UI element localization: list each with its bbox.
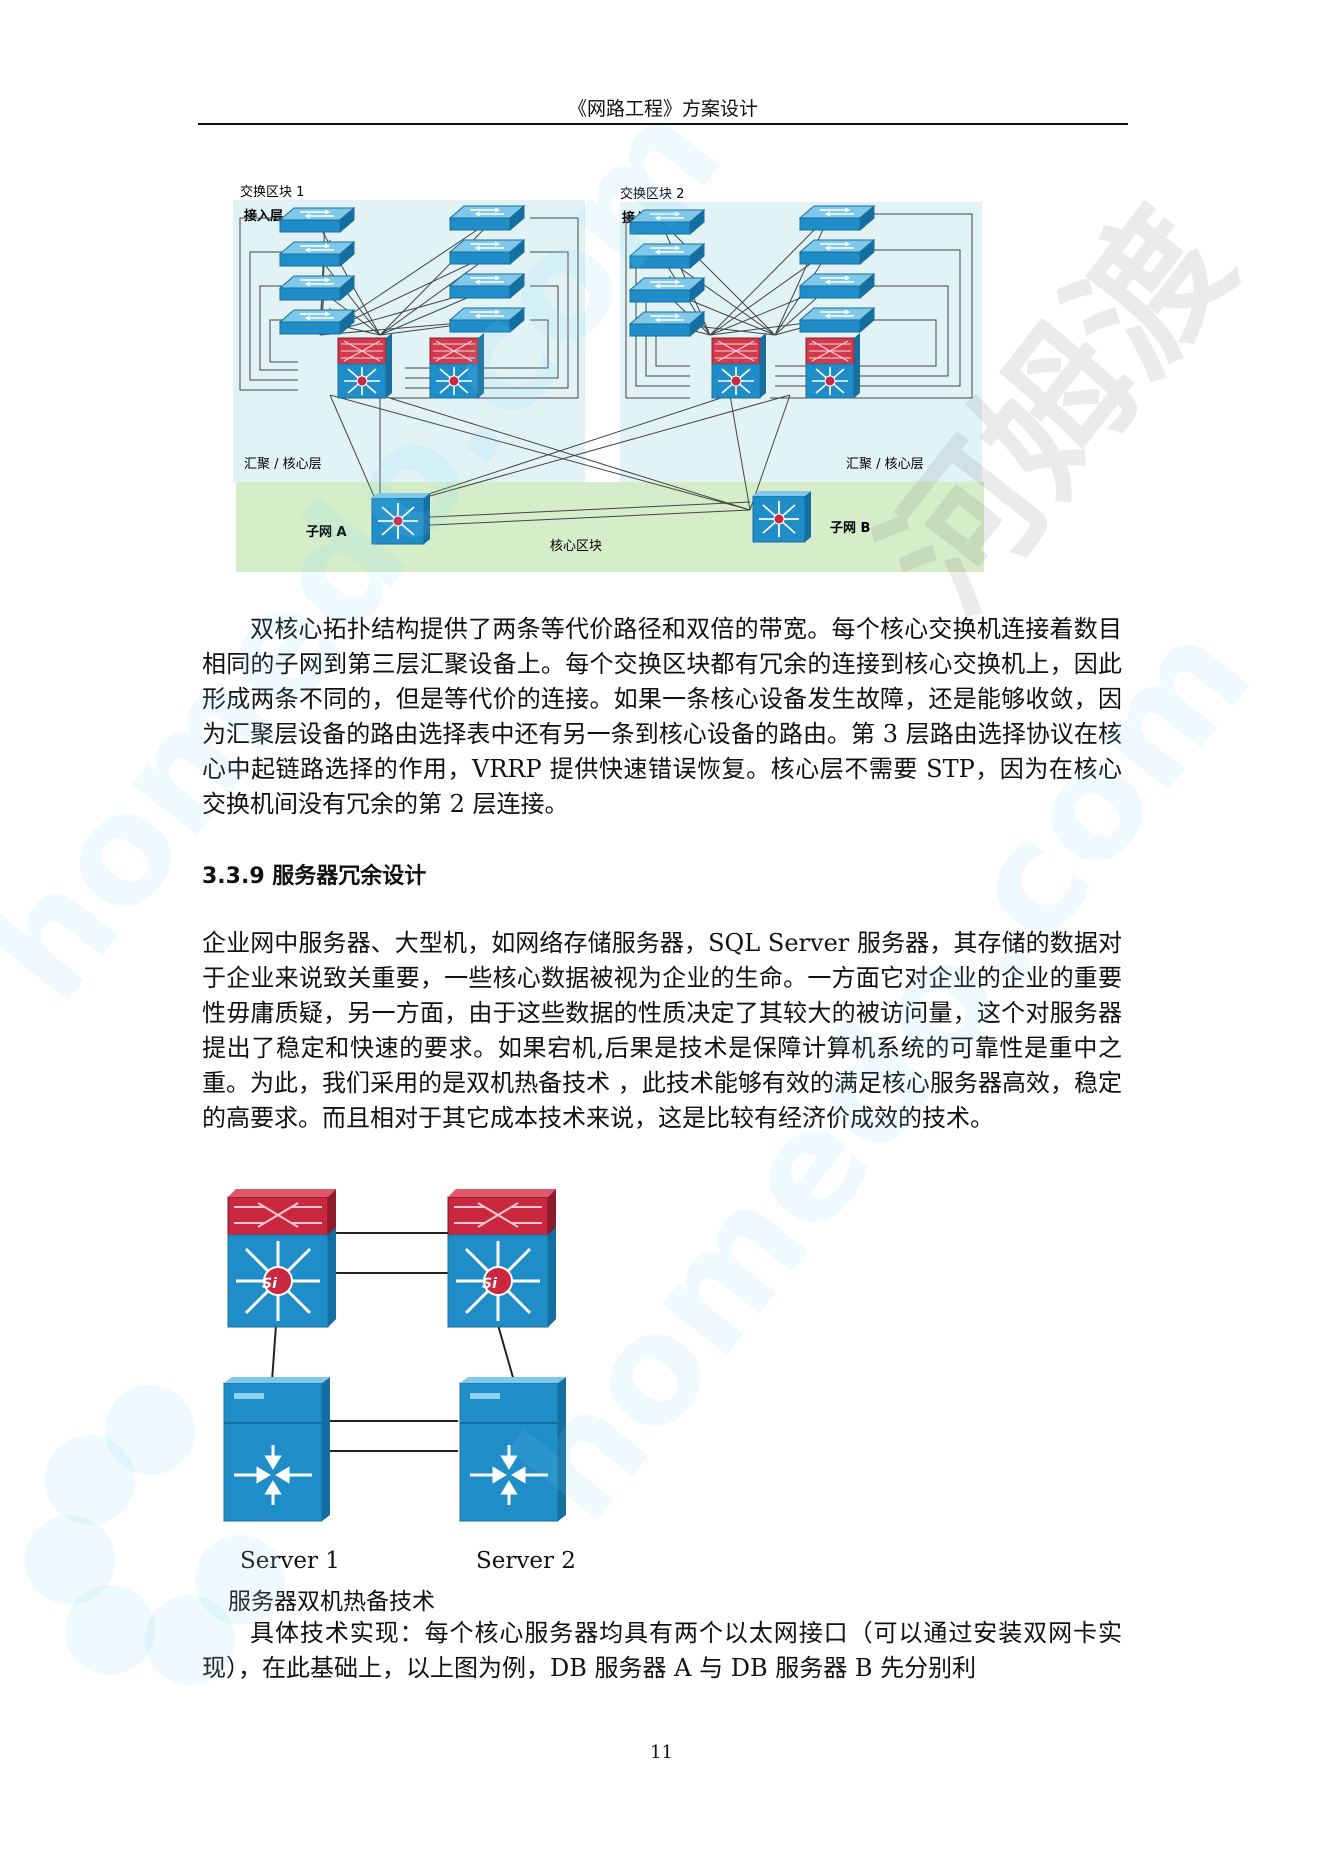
paragraph-implementation: 具体技术实现：每个核心服务器均具有两个以太网接口（可以通过安装双网卡实现），在此… [202, 1619, 1122, 1682]
core-cables [329, 394, 791, 527]
figure-caption: 服务器双机热备技术 [228, 1589, 435, 1615]
core-block-area [236, 482, 984, 572]
distribution-switch-icon [337, 332, 393, 399]
header-rule [198, 123, 1128, 125]
access-switch-icon [279, 275, 355, 301]
subnet-a-label: 子网 A [306, 525, 347, 540]
access-switch-icon [629, 209, 705, 235]
section-heading: 3.3.9 服务器冗余设计 [202, 864, 427, 889]
core-block-label: 核心区块 [550, 539, 602, 554]
switch-2-si-label: Si [482, 1276, 497, 1292]
access-switch-icon [799, 205, 875, 231]
layer3-switch-2-icon [446, 1187, 558, 1329]
running-header: 《网路工程》方案设计 [567, 98, 758, 120]
paragraph-server-redundancy: 企业网中服务器、大型机，如网络存储服务器，SQL Server 服务器，其存储的… [202, 929, 1122, 1132]
server-1-label: Server 1 [240, 1548, 340, 1574]
access-layer-label-1: 接入层 [244, 208, 283, 224]
block-1-label: 交换区块 1 [240, 184, 304, 200]
switch-block-1-area [233, 200, 585, 482]
access-switch-icon [449, 239, 525, 265]
distribution-core-label-2: 汇聚 / 核心层 [846, 457, 924, 472]
access-switch-icon [629, 277, 705, 303]
layer3-switch-1-icon [226, 1187, 338, 1329]
block-2-label: 交换区块 2 [620, 186, 684, 202]
distribution-switch-icon [805, 332, 861, 399]
access-switch-icon [449, 307, 525, 333]
access-switch-icon [279, 309, 355, 335]
core-switch-b-icon [752, 490, 812, 543]
access-switch-icon [449, 273, 525, 299]
access-switch-icon [449, 205, 525, 231]
subnet-b-label: 子网 B [830, 521, 870, 536]
distribution-switch-icon [429, 332, 485, 399]
page-number: 11 [650, 1742, 673, 1763]
server-2-icon [458, 1375, 568, 1523]
access-switch-icon [629, 243, 705, 269]
paragraph-dual-core: 双核心拓扑结构提供了两条等代价路径和双倍的带宽。每个核心交换机连接着数目相同的子… [202, 615, 1122, 818]
access-switch-icon [799, 273, 875, 299]
server-2-label: Server 2 [476, 1548, 576, 1574]
distribution-core-label-1: 汇聚 / 核心层 [244, 457, 322, 472]
server-1-icon [222, 1375, 332, 1523]
access-switch-icon [279, 207, 355, 233]
dual-core-topology-diagram: 交换区块 1 接入层 交换区块 2 接入层 汇聚 / 核心层 汇聚 / 核心层 … [233, 184, 984, 572]
access-switch-icon [279, 241, 355, 267]
switch-1-si-label: Si [262, 1276, 277, 1292]
core-switch-a-icon [371, 492, 431, 545]
access-switch-icon [799, 307, 875, 333]
access-switch-icon [799, 239, 875, 265]
access-switch-icon [629, 311, 705, 337]
standby-links [271, 1232, 515, 1452]
server-hot-standby-diagram: Si Si [222, 1187, 568, 1523]
distribution-switch-icon [711, 332, 767, 399]
